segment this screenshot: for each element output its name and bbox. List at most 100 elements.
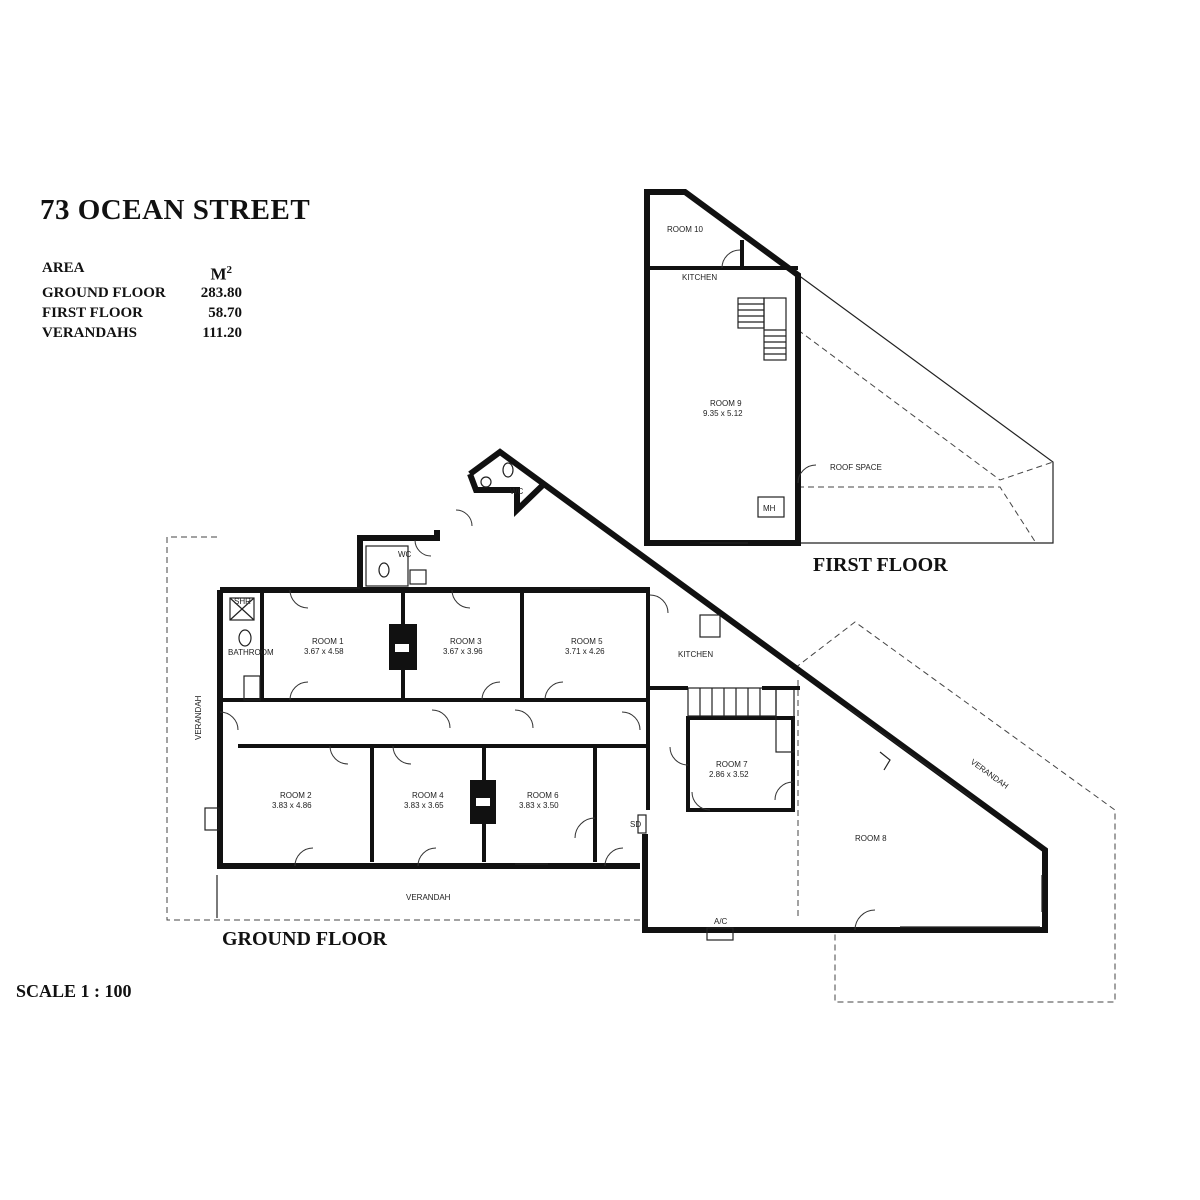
area-unit: M2 (210, 260, 232, 285)
room7-dims: 2.86 x 3.52 (709, 770, 749, 779)
room9-dims: 9.35 x 5.12 (703, 409, 743, 418)
room4-dims: 3.83 x 3.65 (404, 801, 444, 810)
area-header-row: AREA M2 (42, 258, 242, 285)
room5-label: ROOM 5 (571, 637, 603, 646)
window-room8-diagonal (847, 707, 981, 805)
wc2-toilet (502, 462, 514, 478)
west-verandah-outline (166, 536, 640, 921)
wc2-basin (480, 476, 492, 488)
room6-door (574, 817, 596, 839)
room3-corridor-door (481, 681, 501, 701)
shr-label: SHR (234, 597, 251, 606)
diagonal-east-wall (468, 448, 1048, 933)
bathroom-toilet (238, 629, 252, 647)
east-verandah-outline (794, 621, 1116, 1003)
kitchen-door (649, 594, 669, 614)
wc1-label: WC (398, 550, 412, 559)
wc-enclosure-wall (467, 472, 548, 518)
roof-space-label: ROOF SPACE (830, 463, 882, 472)
room1-dims: 3.67 x 4.58 (304, 647, 344, 656)
west-south-wall (217, 590, 640, 869)
sd-box (637, 814, 647, 834)
room8-exit-door (854, 909, 876, 931)
verandah-east-label: VERANDAH (969, 757, 1010, 791)
west-vent (204, 807, 220, 831)
room10-door (721, 249, 741, 269)
corridor-door-3 (621, 711, 641, 731)
area-row-value: 283.80 (200, 284, 242, 301)
room3-label: ROOM 3 (450, 637, 482, 646)
room9-label: ROOM 9 (710, 399, 742, 408)
area-table: AREA M2 GROUND FLOOR 283.80 FIRST FLOOR … (42, 258, 242, 343)
ground-floor-stair (687, 687, 795, 753)
first-floor-plan: ROOM 10 KITCHEN ROOM 9 9.35 x 5.12 ROOF … (644, 189, 1054, 546)
wc-corridor-door (455, 509, 473, 527)
room7-door-east (774, 781, 794, 801)
sd-label: SD (630, 820, 641, 829)
wc1-room (365, 545, 409, 587)
wc1-door (414, 539, 432, 557)
ac-label: A/C (714, 917, 728, 926)
room1-door (289, 589, 309, 609)
room4-door (392, 745, 412, 765)
ac-unit (706, 927, 734, 941)
room4-label: ROOM 4 (412, 791, 444, 800)
corridor-door-1 (431, 709, 451, 729)
kitchen-sink (699, 614, 721, 638)
room6-dims: 3.83 x 3.50 (519, 801, 559, 810)
area-row-value: 58.70 (208, 304, 242, 321)
room5-dims: 3.71 x 4.26 (565, 647, 605, 656)
roof-ridge-dashed (797, 329, 1054, 481)
area-header-label: AREA (42, 260, 85, 276)
room10-corner-wall (740, 240, 798, 270)
area-row-label: FIRST FLOOR (42, 304, 143, 321)
area-row-label: VERANDAHS (42, 324, 138, 341)
roof-hip-dashed (798, 486, 1037, 544)
room2-door (329, 745, 349, 765)
roof-access-door (797, 464, 817, 484)
room7-walls (686, 716, 795, 812)
area-unit-base: M (210, 264, 227, 284)
room2-dims: 3.83 x 4.86 (272, 801, 312, 810)
verandah-west-label: VERANDAH (194, 695, 203, 740)
room8-heater (879, 751, 891, 771)
verandah-south-label: VERANDAH (406, 893, 451, 902)
wc2-label: WC (510, 487, 524, 496)
hall-exit-door (604, 847, 624, 867)
area-row-label: GROUND FLOOR (42, 284, 166, 301)
room7-door-west (669, 746, 689, 766)
plan-title: 73 OCEAN STREET (40, 194, 311, 226)
shower (229, 597, 255, 621)
room1-label: ROOM 1 (312, 637, 344, 646)
room5-corridor-door (544, 681, 564, 701)
room8-label: ROOM 8 (855, 834, 887, 843)
room3-dims: 3.67 x 3.96 (443, 647, 483, 656)
room4-exit-door (417, 847, 437, 867)
room10-label: ROOM 10 (667, 225, 704, 234)
room2-exit-door (294, 847, 314, 867)
area-row-value: 111.20 (202, 324, 242, 341)
area-row-ground: GROUND FLOOR 283.80 (42, 283, 242, 303)
room6-label: ROOM 6 (527, 791, 559, 800)
kitchen-ground-label: KITCHEN (678, 650, 713, 659)
room7-door-south (691, 791, 711, 811)
area-row-verandahs: VERANDAHS 111.20 (42, 323, 242, 343)
room3-door (451, 589, 471, 609)
room2-label: ROOM 2 (280, 791, 312, 800)
kitchen-first-label: KITCHEN (682, 273, 717, 282)
wc1-basin (409, 569, 427, 585)
bathroom-basin (243, 675, 261, 701)
mh-label: MH (763, 504, 776, 513)
north-wall-west (220, 530, 440, 593)
room1-corridor-door (289, 681, 309, 701)
verandah-west-door (219, 711, 239, 731)
room7-label: ROOM 7 (716, 760, 748, 769)
first-floor-label: FIRST FLOOR (813, 554, 948, 576)
bathroom-label: BATHROOM (228, 648, 274, 657)
ground-floor-label: GROUND FLOOR (222, 928, 387, 950)
area-unit-exponent: 2 (226, 264, 233, 276)
first-floor-walls (644, 189, 801, 546)
mh-box (757, 496, 785, 518)
scale-label: SCALE 1 : 100 (16, 981, 132, 1001)
